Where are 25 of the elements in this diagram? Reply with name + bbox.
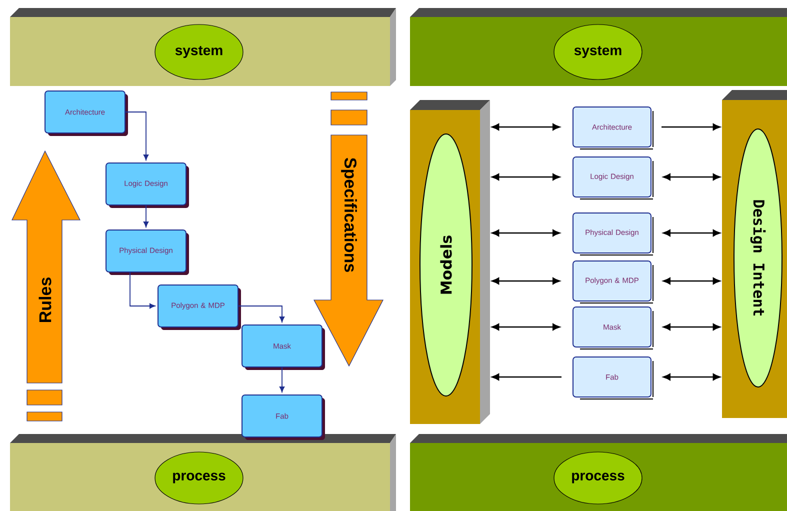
arrow [663,324,720,330]
arrow [125,112,149,160]
arrow [130,272,156,309]
arrow [279,367,285,392]
ellipse-node: system [154,24,244,80]
arrow [492,324,560,330]
arrow [662,124,720,130]
ellipse-node: process [154,452,244,504]
ellipse-node: system [554,24,642,80]
arrow [663,230,720,236]
arrow [492,278,560,284]
arrow [238,306,285,322]
pointer-banner: Specifications [314,134,384,367]
pointer-banner: Rules [12,150,80,384]
arrow [663,374,720,380]
arrow [492,124,560,130]
ellipse-node: process [554,452,642,504]
pillar: Design Intent [722,90,787,418]
arrow [143,205,149,228]
arrow [492,374,562,380]
arrow [492,174,560,180]
arrow [663,174,720,180]
pillar: Models [410,100,490,424]
arrow [663,278,720,284]
arrow [492,230,560,236]
